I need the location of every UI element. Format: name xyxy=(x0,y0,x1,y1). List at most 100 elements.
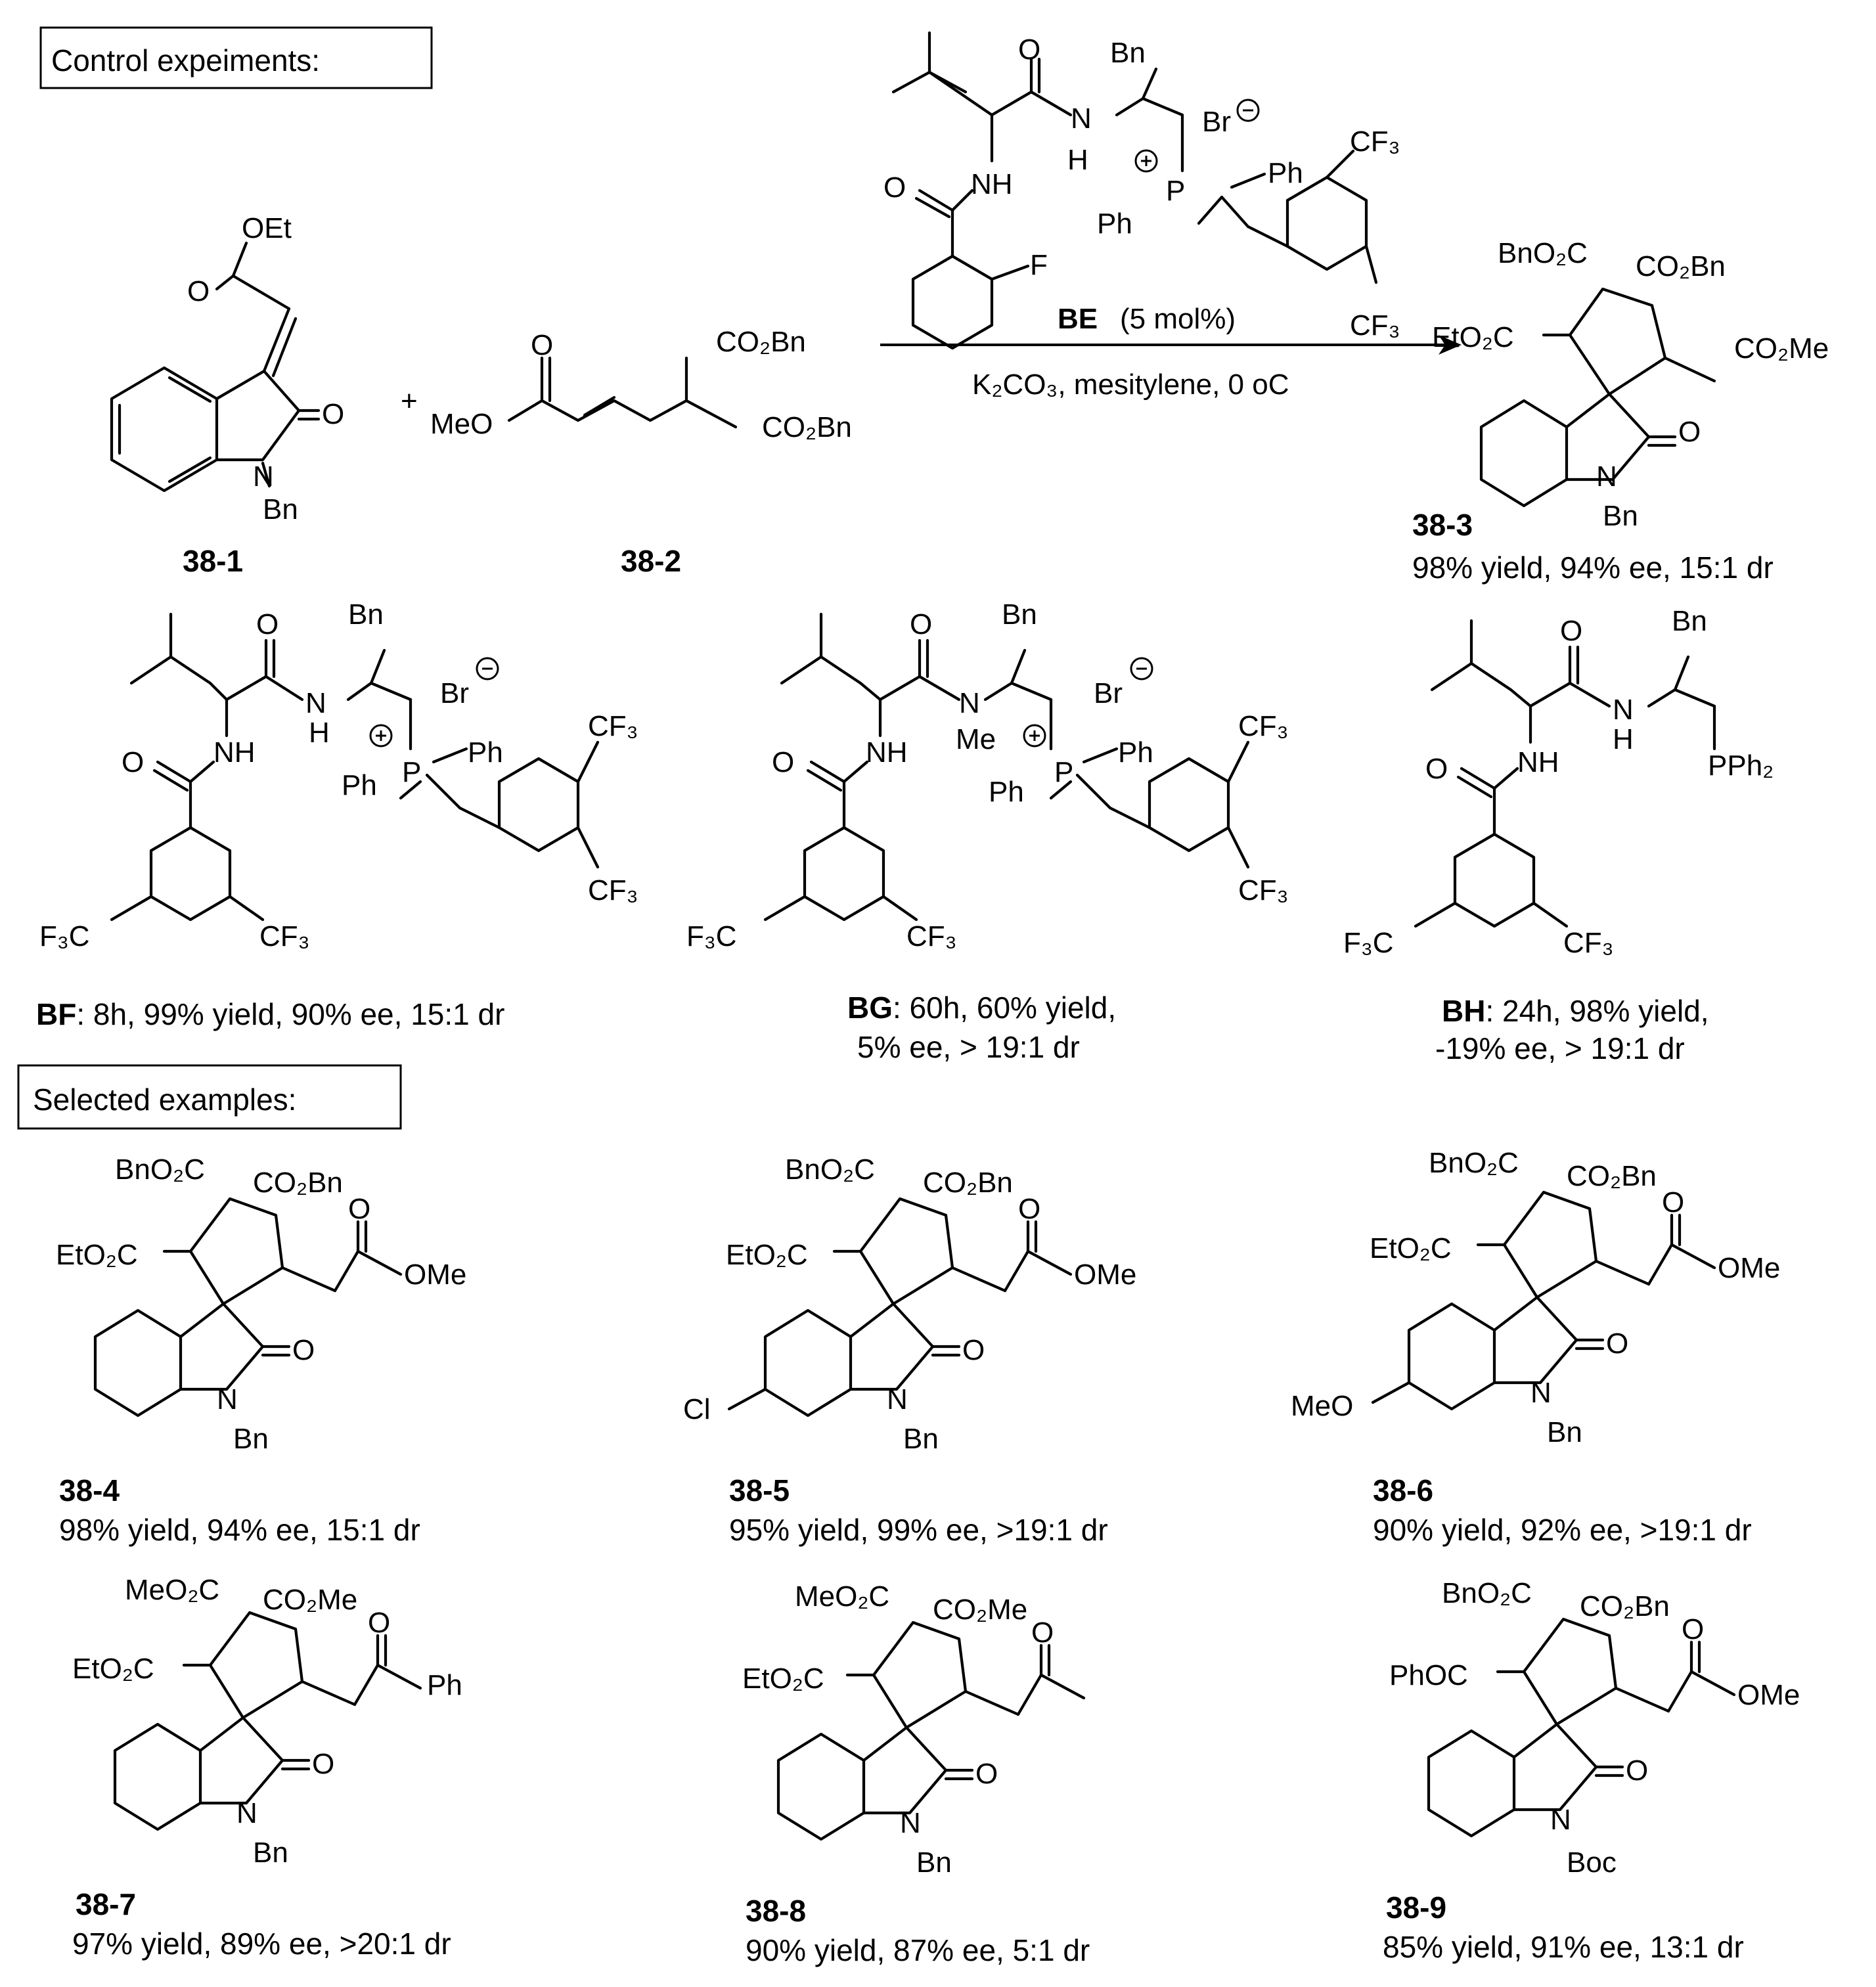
svg-text:Bn: Bn xyxy=(253,1837,288,1869)
svg-text:MeO₂C: MeO₂C xyxy=(795,1580,889,1613)
compound-id-38-9: 38-9 xyxy=(1386,1890,1446,1925)
svg-text:Bn: Bn xyxy=(1002,598,1037,631)
svg-text:EtO₂C: EtO₂C xyxy=(1432,321,1514,353)
svg-text:O: O xyxy=(910,608,932,640)
svg-text:BnO₂C: BnO₂C xyxy=(1498,237,1588,269)
result-BG-line2: 5% ee, > 19:1 dr xyxy=(857,1030,1080,1064)
svg-text:BnO₂C: BnO₂C xyxy=(115,1153,205,1186)
svg-text:N: N xyxy=(900,1807,921,1839)
svg-text:O: O xyxy=(1606,1328,1628,1360)
svg-text:Ph: Ph xyxy=(1097,208,1132,240)
svg-text:EtO₂C: EtO₂C xyxy=(72,1653,154,1685)
svg-text:BnO₂C: BnO₂C xyxy=(1429,1147,1519,1179)
svg-text:Bn: Bn xyxy=(348,598,384,631)
compound-id-38-6: 38-6 xyxy=(1373,1473,1433,1507)
svg-text:Ph: Ph xyxy=(468,736,503,769)
compound-38-3: BnO₂C CO₂Bn EtO₂C CO₂Me O N Bn 38-3 98% … xyxy=(1412,237,1829,585)
result-38-8: 90% yield, 87% ee, 5:1 dr xyxy=(746,1933,1090,1967)
svg-text:CO₂Me: CO₂Me xyxy=(933,1594,1027,1626)
svg-text:CF₃: CF₃ xyxy=(1238,874,1289,906)
svg-text:NH: NH xyxy=(971,168,1013,200)
svg-text:CF₃: CF₃ xyxy=(588,710,638,742)
svg-text:MeO₂C: MeO₂C xyxy=(125,1574,219,1606)
svg-text:Ph: Ph xyxy=(342,769,377,801)
svg-text:O: O xyxy=(962,1334,985,1366)
compound-38-2: O MeO CO₂Bn CO₂Bn 38-2 xyxy=(430,326,852,578)
svg-text:Bn: Bn xyxy=(1603,500,1638,532)
svg-text:F₃C: F₃C xyxy=(39,920,90,952)
svg-text:N: N xyxy=(1071,102,1092,135)
svg-text:Bn: Bn xyxy=(1547,1416,1582,1448)
svg-text:Ph: Ph xyxy=(989,776,1024,808)
svg-text:OMe: OMe xyxy=(1718,1252,1780,1284)
svg-text:O: O xyxy=(1662,1186,1684,1218)
svg-text:O: O xyxy=(1425,753,1448,785)
svg-text:BnO₂C: BnO₂C xyxy=(1442,1577,1532,1609)
svg-text:N: N xyxy=(1613,694,1634,726)
result-38-4: 98% yield, 94% ee, 15:1 dr xyxy=(59,1513,420,1547)
svg-text:P: P xyxy=(402,756,421,788)
svg-text:NH: NH xyxy=(1517,746,1559,778)
svg-text:N: N xyxy=(1530,1377,1552,1409)
svg-text:Cl: Cl xyxy=(683,1393,711,1425)
svg-text:PPh₂: PPh₂ xyxy=(1708,749,1774,782)
compound-38-8: MeO₂C CO₂Me EtO₂C O O N Bn 38-8 90% yiel… xyxy=(742,1580,1090,1967)
svg-text:F₃C: F₃C xyxy=(1343,927,1394,959)
result-BG-line1: BG: 60h, 60% yield, xyxy=(847,991,1116,1025)
svg-text:CO₂Me: CO₂Me xyxy=(1734,332,1829,365)
svg-text:OMe: OMe xyxy=(1074,1259,1136,1291)
result-BH-line1: BH: 24h, 98% yield, xyxy=(1442,994,1709,1028)
svg-text:CO₂Bn: CO₂Bn xyxy=(716,326,806,358)
svg-text:CF₃: CF₃ xyxy=(1563,927,1614,959)
svg-text:Br: Br xyxy=(440,677,469,709)
svg-text:Br: Br xyxy=(1202,106,1231,138)
svg-text:MeO: MeO xyxy=(1291,1390,1353,1422)
svg-text:Bn: Bn xyxy=(1672,605,1707,637)
svg-text:Boc: Boc xyxy=(1567,1846,1617,1879)
svg-text:O: O xyxy=(348,1193,370,1225)
svg-text:OMe: OMe xyxy=(404,1259,466,1291)
svg-text:BnO₂C: BnO₂C xyxy=(785,1153,875,1186)
svg-text:N: N xyxy=(236,1797,257,1829)
svg-text:O: O xyxy=(883,171,906,204)
svg-text:N: N xyxy=(305,687,326,719)
compound-id-38-2: 38-2 xyxy=(621,544,681,578)
svg-text:Me: Me xyxy=(956,723,996,755)
svg-text:F₃C: F₃C xyxy=(686,920,737,952)
svg-text:O: O xyxy=(1560,615,1582,647)
svg-text:P: P xyxy=(1054,756,1073,788)
svg-text:CO₂Bn: CO₂Bn xyxy=(1567,1160,1657,1192)
compound-38-7: MeO₂C CO₂Me EtO₂C O Ph O N Bn 38-7 97% y… xyxy=(72,1574,462,1961)
svg-text:Bn: Bn xyxy=(233,1423,269,1455)
svg-text:Ph: Ph xyxy=(1268,157,1303,189)
svg-text:Bn: Bn xyxy=(1110,37,1146,69)
svg-text:CF₃: CF₃ xyxy=(906,920,957,952)
svg-text:O: O xyxy=(312,1748,334,1780)
result-38-6: 90% yield, 92% ee, >19:1 dr xyxy=(1373,1513,1752,1547)
catalyst-loading: (5 mol%) xyxy=(1120,303,1236,335)
svg-text:N: N xyxy=(217,1383,238,1416)
svg-text:Bn: Bn xyxy=(263,493,298,525)
svg-text:Bn: Bn xyxy=(903,1423,939,1455)
svg-text:O: O xyxy=(187,275,210,307)
svg-text:H: H xyxy=(1613,723,1634,755)
svg-text:PhOC: PhOC xyxy=(1389,1659,1468,1691)
svg-text:CF₃: CF₃ xyxy=(1350,309,1400,342)
svg-text:N: N xyxy=(887,1383,908,1416)
svg-text:EtO₂C: EtO₂C xyxy=(726,1239,808,1271)
catalyst-BH: Bn O N H NH O PPh₂ F₃C CF₃ BH: 24h, 98% … xyxy=(1343,605,1774,1065)
compound-id-38-5: 38-5 xyxy=(729,1473,790,1507)
selected-examples-header: Selected examples: xyxy=(17,1064,402,1130)
compound-38-5: BnO₂C CO₂Bn EtO₂C O OMe O N Bn Cl 38-5 9… xyxy=(683,1153,1136,1547)
svg-text:Ph: Ph xyxy=(427,1669,462,1701)
reaction-conditions: K₂CO₃, mesitylene, 0 oC xyxy=(972,368,1289,401)
compound-38-9: BnO₂C CO₂Bn PhOC O OMe O N Boc 38-9 85% … xyxy=(1383,1577,1800,1964)
svg-text:Bn: Bn xyxy=(916,1846,952,1879)
result-38-5: 95% yield, 99% ee, >19:1 dr xyxy=(729,1513,1108,1547)
svg-text:P: P xyxy=(1166,175,1185,207)
svg-text:Br: Br xyxy=(1094,677,1123,709)
control-experiments-title: Control expeiments: xyxy=(51,43,320,78)
compound-id-38-4: 38-4 xyxy=(59,1473,120,1507)
result-BF: BF: 8h, 99% yield, 90% ee, 15:1 dr xyxy=(36,997,504,1031)
